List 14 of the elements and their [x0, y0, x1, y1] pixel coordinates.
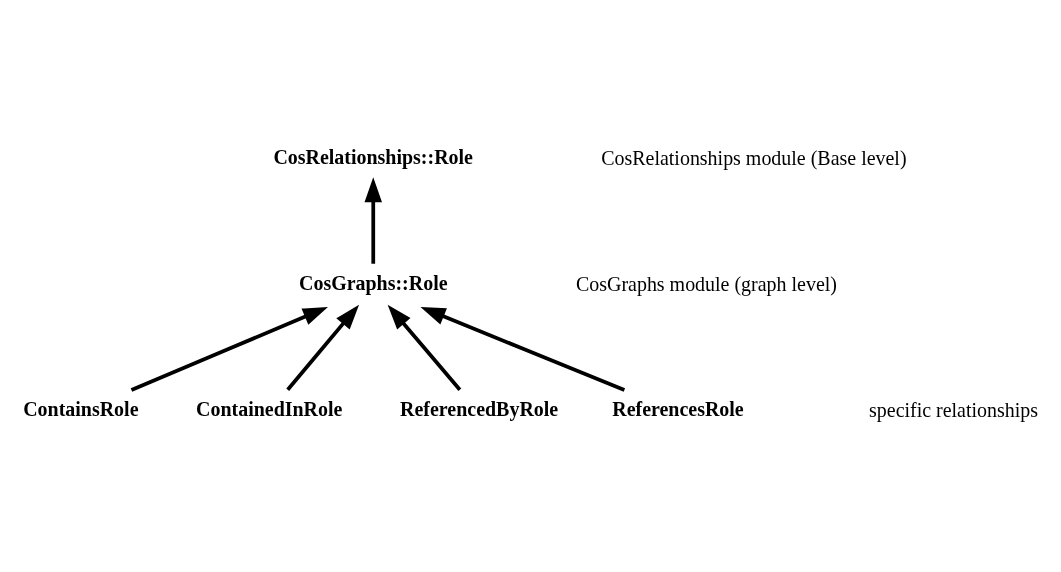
node-text: ContainsRole — [23, 397, 139, 420]
arrow — [364, 176, 382, 264]
arrow — [286, 304, 360, 391]
arrow — [387, 304, 462, 391]
node-text: ContainedInRole — [196, 397, 343, 420]
arrow — [130, 306, 328, 392]
node-text: ReferencesRole — [612, 397, 744, 420]
node-text: CosGraphs::Role — [299, 271, 448, 294]
label: specific relationships — [869, 398, 1039, 421]
arrow — [420, 306, 626, 392]
node-text: ReferencedByRole — [400, 397, 559, 420]
label: CosGraphs module (graph level) — [575, 272, 837, 295]
node-text: CosRelationships::Role — [273, 145, 473, 168]
label: CosRelationships module (Base level) — [601, 146, 907, 169]
